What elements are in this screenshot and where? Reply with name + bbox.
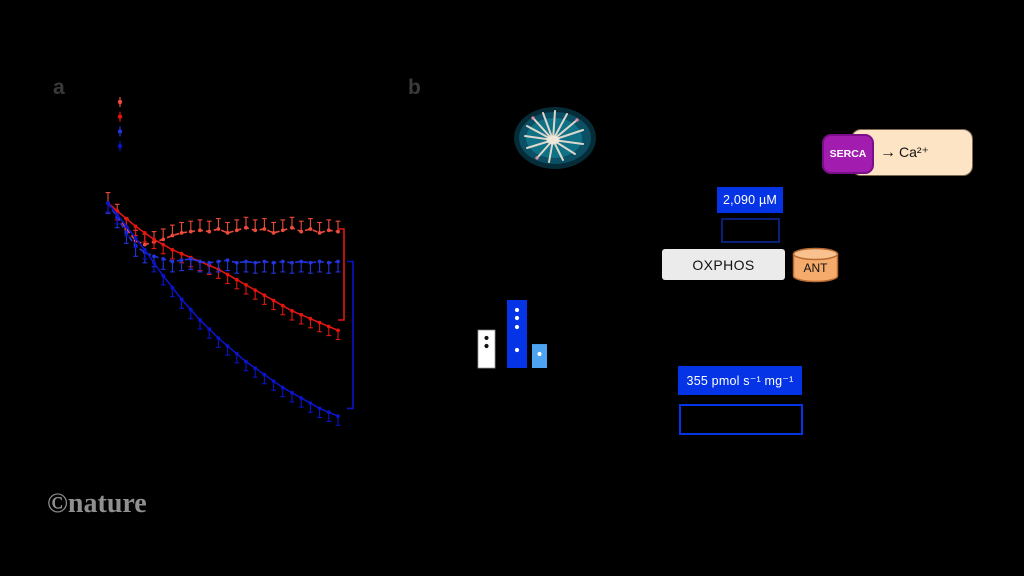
panel-b-label: b [408,76,421,99]
serca-pump: SERCA [822,134,874,174]
flux-outline-box [679,404,803,435]
calcium-concentration-badge: 2,090 µM [717,187,783,213]
ant-cylinder: ANT [792,247,839,284]
bar-chart [477,300,547,369]
arrow-icon: → [880,143,896,161]
calcium-label: Ca²⁺ [899,144,929,160]
line-chart [105,97,354,426]
anemone-photo-art [514,107,596,169]
oxphos-box: OXPHOS [662,249,785,280]
panel-a-label: a [53,76,65,99]
flux-badge: 355 pmol s⁻¹ mg⁻¹ [678,366,802,395]
nature-watermark: ©nature [47,488,147,519]
ant-cylinder-art: ANT [792,247,839,283]
ant-label: ANT [804,261,829,275]
concentration-outline-box [721,218,780,243]
anemone-photo [513,106,597,170]
